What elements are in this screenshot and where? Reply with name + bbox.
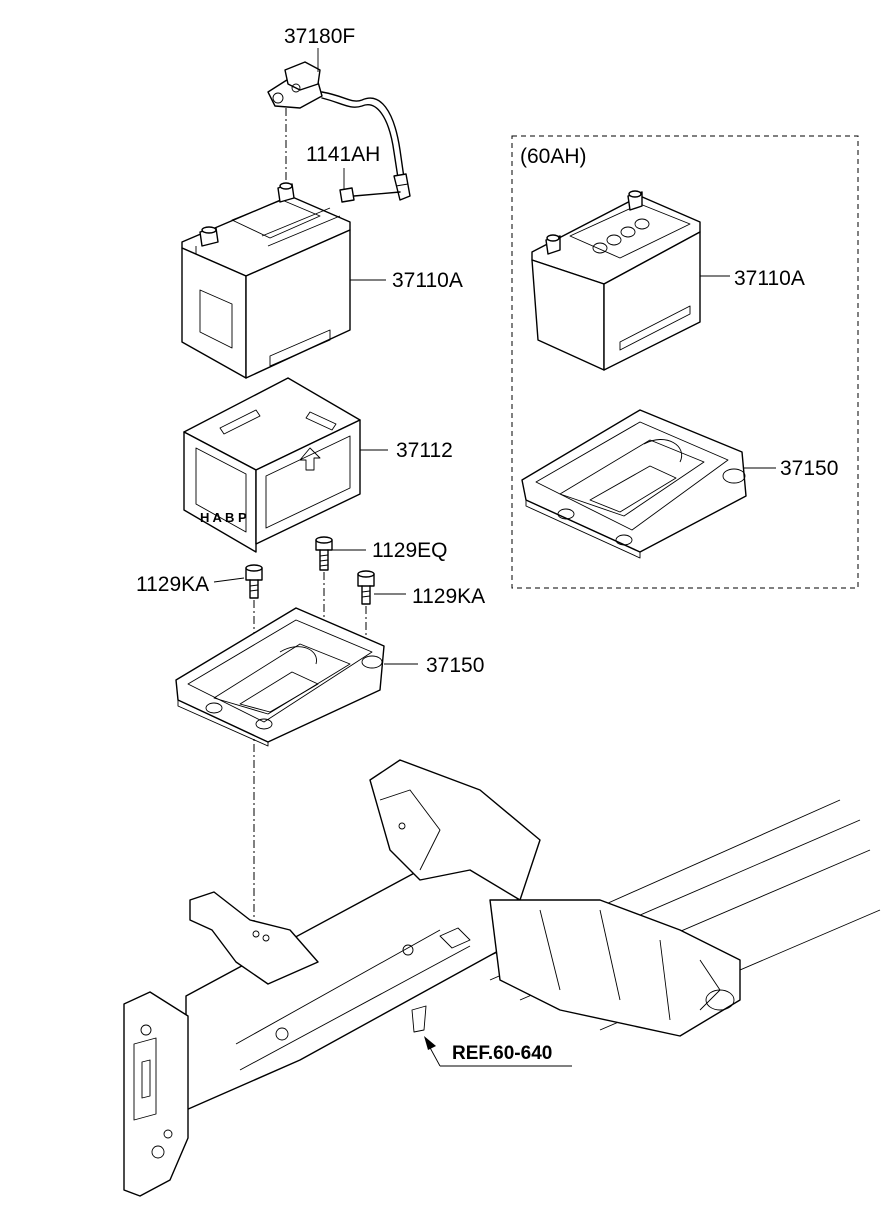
pad-marking: H A B P (200, 510, 247, 525)
label-bolt-right: 1129KA (412, 585, 486, 608)
label-option-battery: 37110A (734, 267, 805, 290)
vehicle-body-structure (123, 759, 881, 1197)
reference-arrowhead (424, 1036, 436, 1050)
bolt-center (315, 536, 333, 571)
battery-tray (175, 607, 385, 747)
label-tray: 37150 (426, 654, 485, 677)
label-option-group: (60AH) (520, 145, 587, 168)
label-battery: 37110A (392, 269, 463, 292)
battery-60ah (531, 190, 701, 371)
bolt-left (245, 564, 263, 599)
label-reference: REF.60-640 (452, 1043, 553, 1064)
battery-main (181, 182, 351, 379)
label-screw: 1141AH (306, 143, 381, 166)
terminal-screw (339, 187, 401, 203)
battery-tray-60ah (521, 409, 747, 559)
bolt-right (357, 570, 375, 605)
label-insulation-pad: 37112 (396, 439, 453, 462)
battery-cable (267, 61, 411, 201)
label-option-tray: 37150 (780, 457, 839, 480)
battery-insulation-pad: H A B P (183, 377, 361, 553)
label-cable: 37180F (284, 25, 356, 48)
option-group-box (511, 135, 859, 589)
label-bolt-center: 1129EQ (372, 539, 448, 562)
leader-lines (213, 48, 776, 1067)
label-bolt-left: 1129KA (136, 573, 210, 596)
